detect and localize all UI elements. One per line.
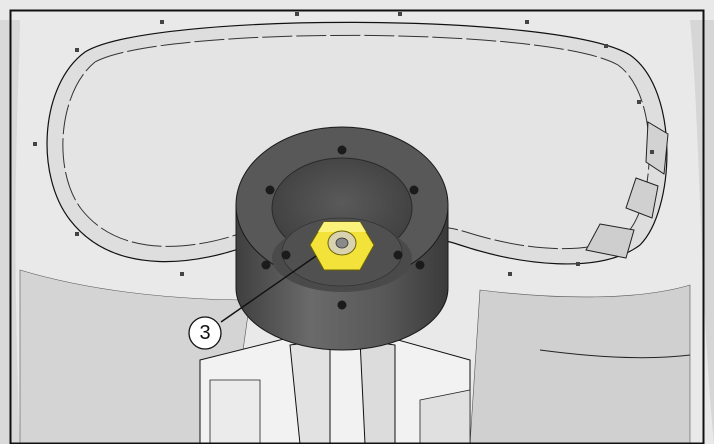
callout-circle: [188, 316, 222, 350]
callout: [188, 255, 317, 350]
steering-hub: [235, 126, 449, 351]
yellow-hex-fitting: [309, 221, 375, 271]
callout-leader-line: [220, 255, 317, 323]
